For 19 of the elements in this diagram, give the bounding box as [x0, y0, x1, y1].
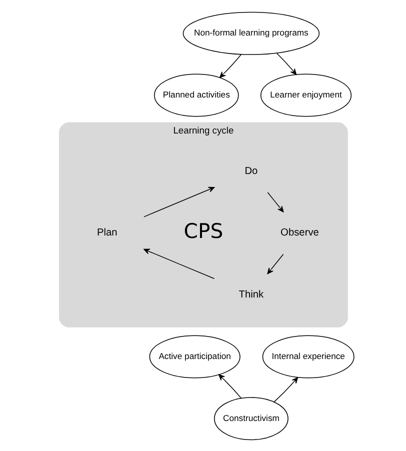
node-text: Think: [238, 289, 264, 300]
node-text: CPS: [183, 218, 223, 242]
node-ellipse: Active participation: [148, 334, 240, 378]
node-text: Observe: [280, 227, 318, 238]
arrow: [266, 192, 284, 212]
node-ellipse: Learner enjoyment: [260, 73, 352, 116]
node-text: Do: [244, 165, 258, 176]
node-ellipse: Non-formal learning programs: [182, 11, 320, 54]
arrow: [273, 376, 298, 402]
arrow: [143, 248, 214, 279]
arrow: [276, 52, 296, 74]
arrow: [266, 253, 284, 274]
node-ellipse: Planned activities: [154, 73, 238, 116]
node-ellipse: Internal experience: [262, 334, 354, 378]
arrow: [143, 186, 214, 217]
node-text: Plan: [96, 227, 117, 238]
arrow: [218, 54, 241, 78]
arrow: [218, 374, 241, 398]
node-ellipse: Constructivism: [214, 396, 288, 440]
